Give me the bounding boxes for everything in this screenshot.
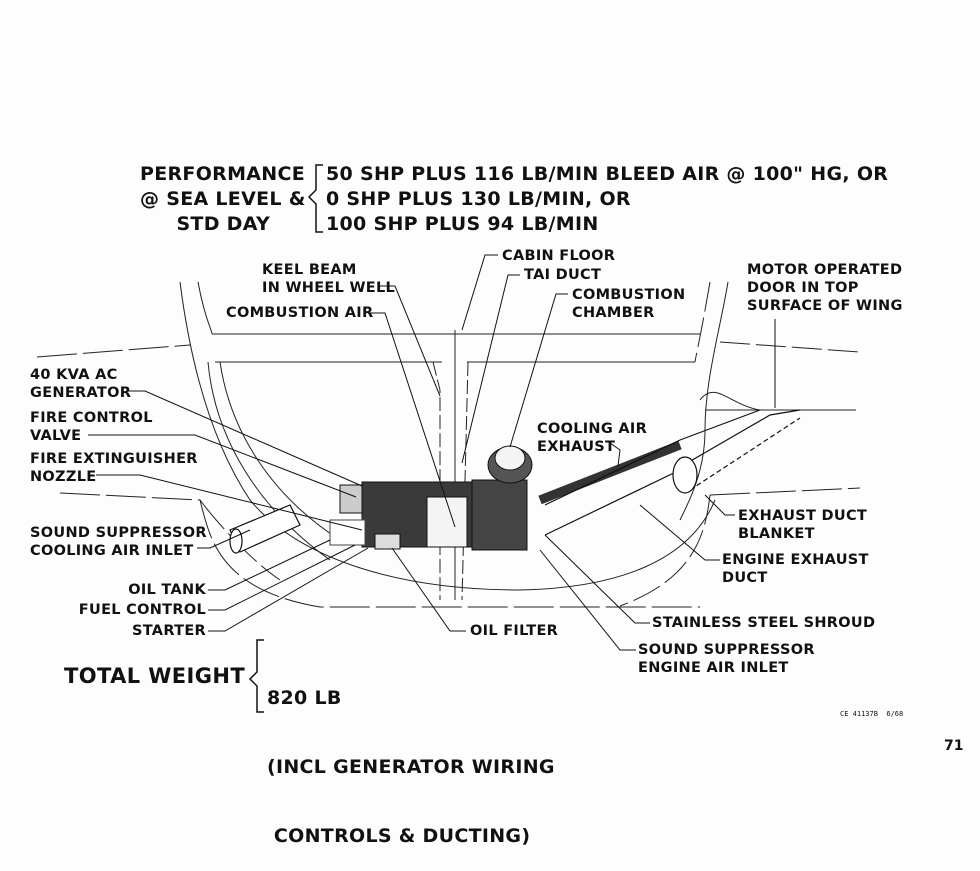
total-weight-heading: TOTAL WEIGHT (64, 664, 246, 688)
label-engine-exhaust-duct: ENGINE EXHAUST DUCT (722, 551, 869, 587)
label-line: COOLING AIR INLET (30, 543, 194, 559)
wing-line-left (36, 344, 191, 358)
performance-brace (307, 164, 323, 233)
label-sound-suppressor-cooling-inlet: SOUND SUPPRESSOR COOLING AIR INLET (30, 524, 207, 560)
total-weight-details: 820 LB (INCL GENERATOR WIRING CONTROLS &… (267, 641, 555, 871)
leader-fire-control-valve (88, 434, 357, 498)
label-line: VALVE (30, 428, 82, 444)
label-line: COMBUSTION (572, 287, 686, 303)
leader-cooling-air-exhaust (609, 442, 621, 467)
label-line: CHAMBER (572, 305, 655, 321)
weight-line: CONTROLS & DUCTING) (267, 825, 531, 847)
label-line: EXHAUST (537, 439, 616, 455)
performance-condition: 100 SHP PLUS 94 LB/MIN (326, 213, 599, 235)
label-line: DUCT (722, 570, 768, 586)
label-combustion-air: COMBUSTION AIR (226, 305, 374, 321)
label-tai-duct: TAI DUCT (524, 267, 602, 283)
label-line: DOOR IN TOP (747, 280, 859, 296)
label-starter: STARTER (131, 623, 206, 639)
label-line: EXHAUST DUCT (738, 508, 868, 524)
label-cabin-floor: CABIN FLOOR (502, 248, 616, 264)
label-line: GENERATOR (30, 385, 132, 401)
performance-heading-line: PERFORMANCE (140, 163, 306, 185)
leader-exhaust-duct-blanket (704, 494, 735, 516)
leader-fire-extinguisher-nozzle (96, 474, 363, 531)
leader-combustion-chamber (509, 293, 568, 448)
leader-oil-filter (391, 547, 466, 632)
label-line: MOTOR OPERATED (747, 262, 903, 278)
leader-sound-suppressor-engine (539, 549, 636, 651)
leader-generator (128, 390, 363, 487)
label-line: SOUND SUPPRESSOR (638, 642, 815, 658)
performance-conditions: 50 SHP PLUS 116 LB/MIN BLEED AIR @ 100" … (326, 162, 888, 237)
label-line: 40 KVA AC (30, 367, 118, 383)
label-line: ENGINE AIR INLET (638, 660, 789, 676)
leader-oil-tank (208, 539, 331, 591)
leader-keel-beam (378, 285, 441, 397)
weight-line: (INCL GENERATOR WIRING (267, 756, 555, 778)
page-number: 71 (944, 738, 964, 754)
label-generator: 40 KVA AC GENERATOR (30, 366, 131, 402)
fuselage-outline (179, 281, 716, 591)
performance-condition: 0 SHP PLUS 130 LB/MIN, OR (326, 188, 631, 210)
label-exhaust-duct-blanket: EXHAUST DUCT BLANKET (738, 507, 867, 543)
leader-engine-exhaust-duct (639, 504, 720, 561)
performance-heading: PERFORMANCE @ SEA LEVEL & STD DAY (140, 162, 306, 237)
performance-heading-line: @ SEA LEVEL & (140, 188, 306, 210)
leader-starter (208, 547, 369, 632)
leader-tai-duct (461, 274, 520, 464)
weight-brace (248, 639, 264, 713)
performance-condition: 50 SHP PLUS 116 LB/MIN BLEED AIR @ 100" … (326, 163, 889, 185)
label-fuel-control: FUEL CONTROL (78, 602, 206, 618)
label-motor-operated-door: MOTOR OPERATED DOOR IN TOP SURFACE OF WI… (747, 261, 903, 315)
label-line: KEEL BEAM (262, 262, 357, 278)
label-oil-tank: OIL TANK (128, 582, 206, 598)
label-line: BLANKET (738, 526, 815, 542)
label-line: FIRE CONTROL (30, 410, 153, 426)
wheel-well-left (207, 361, 331, 561)
label-oil-filter: OIL FILTER (470, 623, 559, 639)
leader-sound-suppressor-cooling (197, 529, 251, 549)
label-sound-suppressor-engine-inlet: SOUND SUPPRESSOR ENGINE AIR INLET (638, 641, 815, 677)
apu-installation-drawing (36, 164, 861, 713)
label-fire-extinguisher-nozzle: FIRE EXTINGUISHER NOZZLE (30, 450, 198, 486)
label-combustion-chamber: COMBUSTION CHAMBER (572, 286, 685, 322)
performance-heading-line: STD DAY (176, 213, 270, 235)
label-fire-control-valve: FIRE CONTROL VALVE (30, 409, 153, 445)
drawing-code: CE 41137B 6/68 (840, 710, 904, 718)
label-line: FIRE EXTINGUISHER (30, 451, 198, 467)
label-line: COOLING AIR (537, 421, 648, 437)
wing-line-right (719, 341, 861, 353)
frame-upper-left (197, 281, 213, 335)
label-line: SOUND SUPPRESSOR (30, 525, 207, 541)
leader-stainless-steel-shroud (544, 534, 650, 624)
label-line: IN WHEEL WELL (262, 280, 396, 296)
leader-fuel-control (208, 544, 356, 611)
weight-line: 820 LB (267, 687, 342, 709)
label-line: NOZZLE (30, 469, 97, 485)
label-stainless-steel-shroud: STAINLESS STEEL SHROUD (652, 615, 876, 631)
label-line: ENGINE EXHAUST (722, 552, 869, 568)
label-cooling-air-exhaust: COOLING AIR EXHAUST (537, 420, 647, 456)
leader-combustion-air (368, 312, 456, 528)
leader-cabin-floor (461, 254, 498, 331)
label-line: SURFACE OF WING (747, 298, 903, 314)
label-keel-beam: KEEL BEAM IN WHEEL WELL (262, 261, 395, 297)
apu-unit (329, 445, 533, 551)
